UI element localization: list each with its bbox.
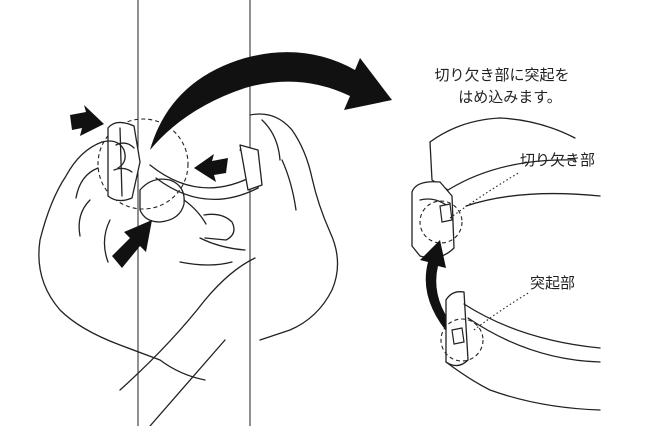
focus-circle bbox=[97, 118, 189, 210]
press-arrow-icon bbox=[70, 105, 228, 268]
lower-clamp-part bbox=[440, 291, 601, 411]
curved-arrow-icon bbox=[150, 52, 392, 150]
instruction-line-2: はめ込みます。 bbox=[458, 88, 562, 106]
fitting-arrow-icon bbox=[420, 240, 458, 338]
clamp-band bbox=[149, 144, 263, 200]
instruction-line-1: 切り欠き部に突起を bbox=[434, 66, 569, 84]
protrusion-label: 突起部 bbox=[530, 274, 575, 292]
notch-label: 切り欠き部 bbox=[520, 151, 595, 169]
detail-view: 切り欠き部に突起を はめ込みます。 切り欠き部 bbox=[411, 66, 601, 411]
left-hand bbox=[38, 140, 207, 381]
notch-callout: 切り欠き部 bbox=[449, 151, 595, 219]
pole-scene bbox=[38, 0, 392, 426]
protrusion-callout: 突起部 bbox=[473, 274, 575, 331]
upper-clamp-part bbox=[411, 117, 601, 259]
right-hand bbox=[119, 113, 339, 426]
